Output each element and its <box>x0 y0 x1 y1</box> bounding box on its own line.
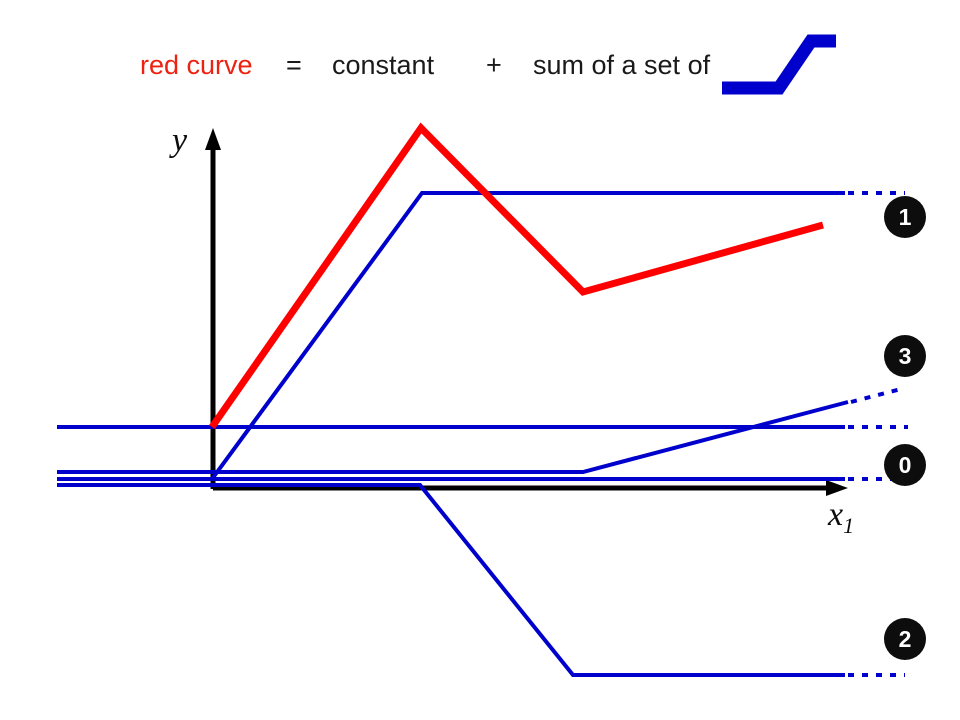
equation-plus-sign: + <box>486 50 502 80</box>
equation-header: red curve = constant + sum of a set of <box>0 36 960 94</box>
equation-constant-term: constant <box>332 50 435 80</box>
equation-equals-sign: = <box>286 50 302 80</box>
curve-badge-2[interactable]: 2 <box>884 618 926 660</box>
curve-badge-1[interactable]: 1 <box>884 196 926 238</box>
x-axis-label: x1 <box>828 498 854 537</box>
equation-red-curve-term: red curve <box>140 50 253 80</box>
curve-badge-3[interactable]: 3 <box>884 335 926 377</box>
curve-badge-0[interactable]: 0 <box>884 444 926 486</box>
step-ramp-icon <box>722 34 836 95</box>
x-axis <box>213 480 848 496</box>
equation-sum-of-set-term: sum of a set of <box>533 50 711 80</box>
basis-curve-1 <box>210 191 905 481</box>
red-composite-curve <box>209 122 824 430</box>
basis-curve-2 <box>57 483 905 677</box>
x-axis-label-subscript: 1 <box>843 512 855 538</box>
y-axis <box>205 128 221 489</box>
basis-curve-3 <box>57 386 906 474</box>
y-axis-label: y <box>172 122 188 159</box>
x-axis-label-base: x <box>828 496 844 533</box>
